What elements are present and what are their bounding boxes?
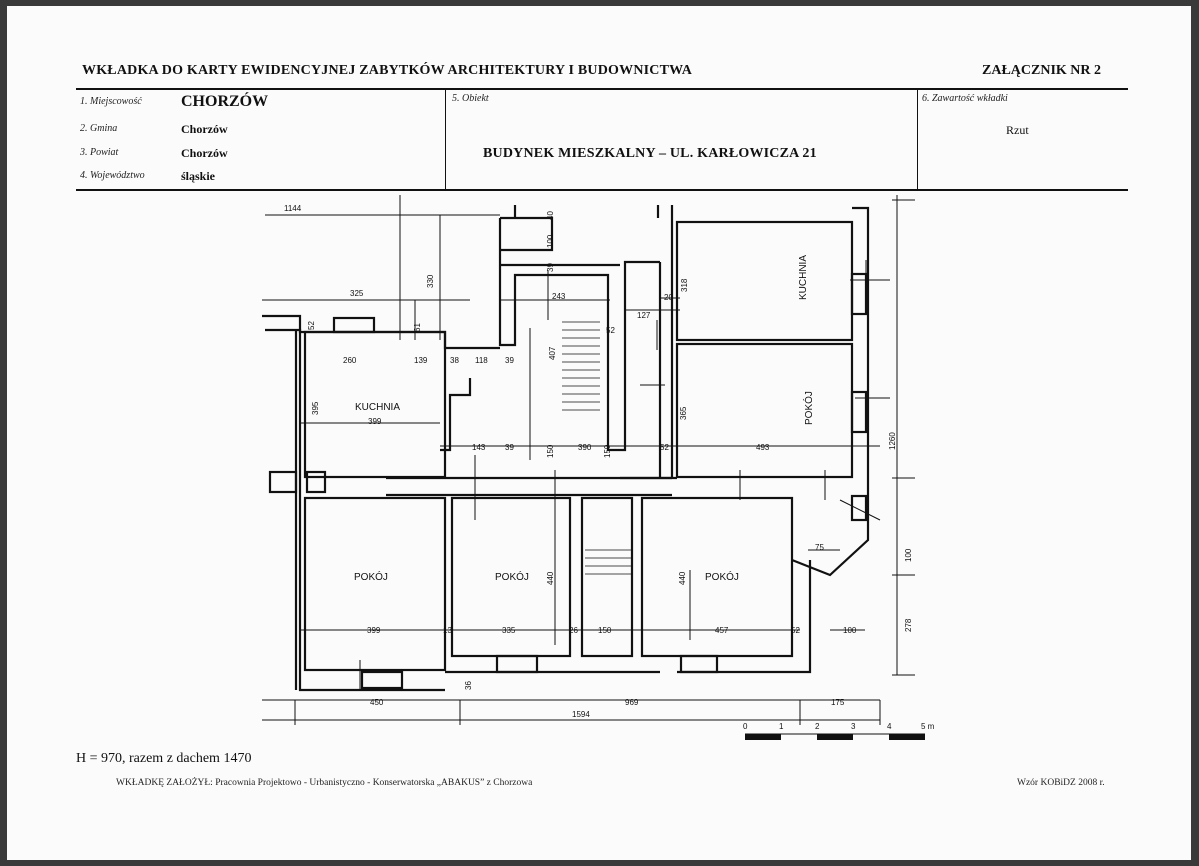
locality-value: CHORZÓW	[181, 93, 269, 110]
scale-1: 1	[779, 722, 784, 731]
content-value: Rzut	[1006, 123, 1029, 137]
commune-value: Chorzów	[181, 122, 228, 136]
dim-278: 278	[904, 618, 913, 632]
dim-75: 75	[815, 543, 824, 552]
header-rule-top	[76, 88, 1128, 90]
room-label-room-4: POKÓJ	[802, 391, 815, 425]
locality-label: 1. Miejscowość	[80, 96, 142, 107]
annex-number: ZAŁĄCZNIK NR 2	[982, 63, 1102, 78]
dim-127: 127	[637, 311, 651, 320]
dim-26: 26	[569, 626, 578, 635]
dim-457: 457	[715, 626, 729, 635]
dim-1260: 1260	[888, 432, 897, 450]
document-title: WKŁADKA DO KARTY EWIDENCYJNEJ ZABYTKÓW A…	[82, 63, 693, 78]
dim-407: 407	[548, 346, 557, 360]
commune-label: 2. Gmina	[80, 123, 118, 134]
dim-325: 325	[350, 289, 364, 298]
dim-1144: 1144	[284, 204, 302, 213]
dim-390: 390	[578, 443, 592, 452]
object-value: BUDYNEK MIESZKALNY – UL. KARŁOWICZA 21	[483, 146, 817, 161]
header-rule-bottom	[76, 189, 1128, 191]
dim-61: 61	[413, 323, 422, 332]
dim-52-c: 52	[791, 626, 800, 635]
voivodeship-value: śląskie	[181, 169, 216, 183]
dim-1594: 1594	[572, 710, 590, 719]
dim-395: 395	[311, 401, 320, 415]
dim-40: 40	[546, 211, 555, 220]
scale-2: 2	[815, 722, 820, 731]
room-label-kitchen-left: KUCHNIA	[355, 402, 400, 413]
content-label: 6. Zawartość wkładki	[922, 93, 1008, 104]
dim-139: 139	[414, 356, 428, 365]
column-divider-1	[445, 89, 446, 190]
dim-150-c: 150	[598, 626, 612, 635]
dim-150-b: 150	[603, 444, 612, 458]
scale-bar	[745, 733, 925, 740]
column-divider-2	[917, 89, 918, 190]
dim-450: 450	[370, 698, 384, 707]
dim-440-a: 440	[546, 571, 555, 585]
dim-38: 38	[450, 356, 459, 365]
dim-52-a: 52	[606, 326, 615, 335]
scale-3: 3	[851, 722, 856, 731]
room-label-room-1: POKÓJ	[354, 570, 388, 583]
room-label-room-3: POKÓJ	[705, 570, 739, 583]
dim-20: 20	[664, 293, 673, 302]
dim-100-a: 100	[843, 626, 857, 635]
dim-365: 365	[679, 406, 688, 420]
room-label-room-2: POKÓJ	[495, 570, 529, 583]
dim-260: 260	[343, 356, 357, 365]
height-note: H = 970, razem z dachem 1470	[76, 751, 252, 766]
dim-143: 143	[472, 443, 486, 452]
district-value: Chorzów	[181, 146, 228, 160]
dim-335: 335	[502, 626, 516, 635]
model-note: Wzór KOBiDZ 2008 r.	[1017, 778, 1105, 788]
district-label: 3. Powiat	[80, 147, 119, 158]
scale-0: 0	[743, 722, 748, 731]
dim-100: 100	[546, 234, 555, 248]
dim-969: 969	[625, 698, 639, 707]
dim-440-b: 440	[678, 571, 687, 585]
dim-243: 243	[552, 292, 566, 301]
dim-399-b: 399	[367, 626, 381, 635]
scale-4: 4	[887, 722, 892, 731]
dim-399-a: 399	[368, 417, 382, 426]
document-sheet	[7, 6, 1191, 860]
dim-36: 36	[464, 681, 473, 690]
dim-318: 318	[680, 278, 689, 292]
dim-52-b: 52	[660, 443, 669, 452]
dim-52-d: 52	[307, 321, 316, 330]
author-note: WKŁADKĘ ZAŁOŻYŁ: Pracownia Projektowo - …	[116, 778, 533, 788]
room-label-kitchen-right: KUCHNIA	[798, 255, 809, 300]
dim-175: 175	[831, 698, 845, 707]
dim-39-b: 39	[505, 443, 514, 452]
voivodeship-label: 4. Województwo	[80, 170, 145, 181]
scale-5m: 5 m	[921, 722, 935, 731]
dim-100-b: 100	[904, 548, 913, 562]
dim-150-a: 150	[546, 444, 555, 458]
dim-39-a: 39	[505, 356, 514, 365]
dim-39-c: 39	[546, 263, 555, 272]
dim-493: 493	[756, 443, 770, 452]
dim-118: 118	[475, 356, 488, 365]
dim-13: 13	[443, 626, 452, 635]
object-label: 5. Obiekt	[452, 93, 489, 104]
dim-330: 330	[426, 274, 435, 288]
